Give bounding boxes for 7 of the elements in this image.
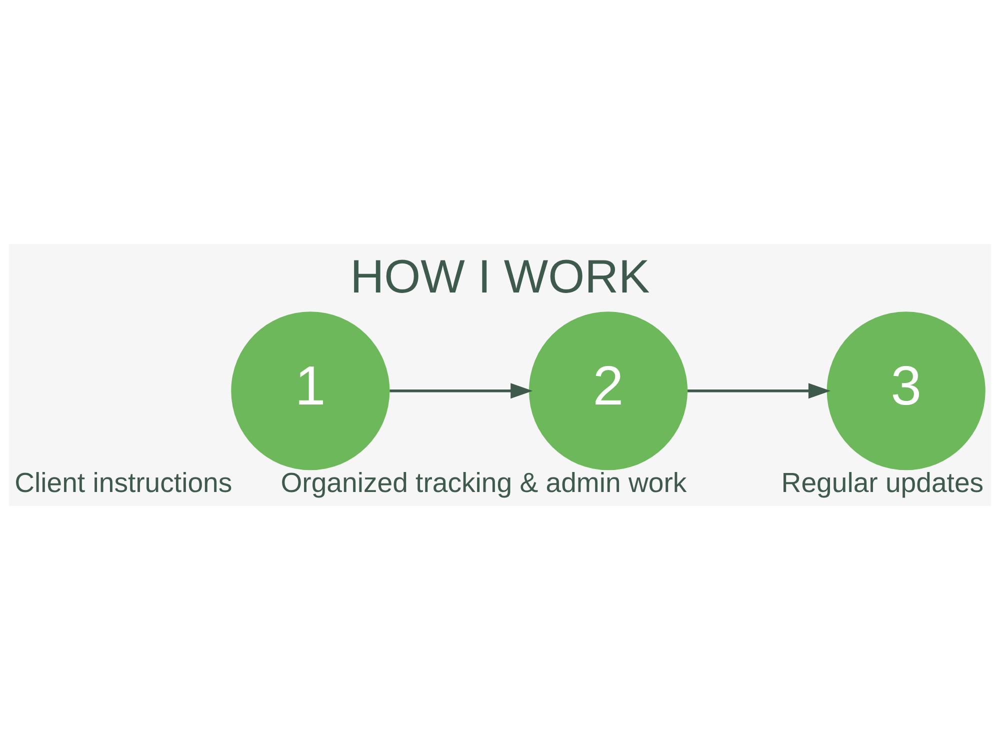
diagram-title: HOW I WORK [350, 250, 650, 303]
node-circle: 1 [231, 312, 390, 470]
node-circle: 2 [528, 312, 688, 470]
arrow [688, 383, 831, 399]
node-circle: 3 [826, 312, 986, 470]
arrow [390, 383, 533, 399]
node-label: Client instructions [14, 467, 232, 498]
